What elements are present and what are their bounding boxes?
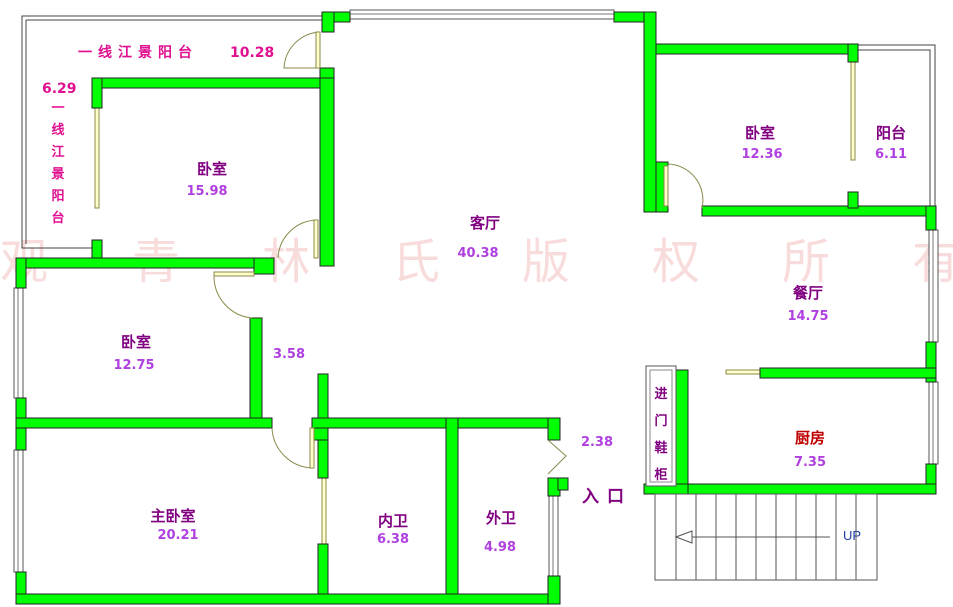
stairs: UP xyxy=(654,493,878,581)
balcony-ne-inner-line xyxy=(855,49,931,208)
room-bedroom-ne-area: 12.36 xyxy=(741,147,782,162)
wall xyxy=(847,43,859,63)
room-balcony-ne-name: 阳台 xyxy=(876,124,906,142)
wall xyxy=(15,593,561,605)
room-master-area: 20.21 xyxy=(157,528,198,543)
room-living-area: 40.38 xyxy=(457,246,498,261)
watermark-char-6: 权 xyxy=(652,234,700,290)
door-bedroom-w xyxy=(213,275,253,319)
wall xyxy=(675,483,937,495)
walls xyxy=(15,11,937,605)
wall xyxy=(675,369,689,487)
room-inner-bath-area: 6.38 xyxy=(377,532,409,547)
room-corridor-area: 3.58 xyxy=(273,347,305,362)
watermark-char-7: 所 xyxy=(782,234,830,290)
room-bedroom-nw-name: 卧室 xyxy=(197,160,227,178)
room-bedroom-ne-name: 卧室 xyxy=(745,124,775,142)
wall xyxy=(701,205,937,217)
door-bedroom-ne xyxy=(667,163,704,209)
sliding-door-kitchen xyxy=(725,369,763,375)
room-master-name: 主卧室 xyxy=(150,507,195,525)
shoe-char-2: 门 xyxy=(654,413,667,429)
door-master xyxy=(271,427,313,469)
wall xyxy=(655,43,857,55)
doors xyxy=(213,31,704,475)
wall xyxy=(319,77,335,267)
balcony-labels: 一线江景阳台 10.28 6.29 一 线 江 景 阳 台 xyxy=(42,44,274,226)
wall xyxy=(547,417,561,441)
wall xyxy=(847,191,859,209)
wall xyxy=(321,11,335,33)
wall xyxy=(547,575,561,605)
room-kitchen-name: 厨房 xyxy=(795,429,825,447)
balcony-nw-outline xyxy=(21,15,326,249)
balcony-left-char-3: 江 xyxy=(51,144,64,160)
sliding-door-balcony-ne xyxy=(850,61,856,161)
wall xyxy=(91,239,103,261)
wall xyxy=(319,67,335,79)
balcony-top-label: 一线江景阳台 xyxy=(78,44,198,61)
balcony-top-area: 10.28 xyxy=(230,45,274,61)
room-living-name: 客厅 xyxy=(469,214,500,232)
room-outer-bath-name: 外卫 xyxy=(485,509,516,527)
wall xyxy=(15,257,275,269)
door-balcony-top xyxy=(283,31,321,69)
stairs-arrow-icon xyxy=(674,530,693,544)
room-outer-bath-area: 4.98 xyxy=(484,540,516,555)
room-bedroom-w-area: 12.75 xyxy=(113,358,154,373)
stairs-outline xyxy=(654,493,878,581)
balcony-left-char-2: 线 xyxy=(51,122,64,138)
balcony-left-char-6: 台 xyxy=(51,210,64,226)
watermark-char-4: 氏 xyxy=(392,234,440,290)
shoe-cabinet-box xyxy=(645,365,677,487)
wall xyxy=(643,11,657,213)
windows xyxy=(13,9,939,579)
wall xyxy=(333,11,351,23)
sliding-door-balcony-left xyxy=(94,107,100,209)
room-kitchen-area: 7.35 xyxy=(794,455,826,470)
balcony-left-area: 6.29 xyxy=(42,81,77,97)
wall xyxy=(925,205,937,231)
shoe-char-4: 柜 xyxy=(653,467,667,483)
outlines xyxy=(21,15,936,249)
wall xyxy=(15,257,27,289)
room-balcony-ne-area: 6.11 xyxy=(875,147,907,162)
shoe-char-3: 鞋 xyxy=(654,440,667,456)
sliding-door-inner-bath xyxy=(321,477,327,545)
room-dining-area: 14.75 xyxy=(787,309,828,324)
balcony-left-char-1: 一 xyxy=(51,101,64,116)
room-bedroom-nw-area: 15.98 xyxy=(186,184,227,199)
door-outer-bath xyxy=(547,439,567,475)
room-labels: 客厅 40.38 卧室 15.98 卧室 12.36 阳台 6.11 餐厅 14… xyxy=(113,124,907,555)
wall xyxy=(557,477,569,491)
shoe-cabinet: 进 门 鞋 柜 xyxy=(645,365,677,487)
balcony-left-char-5: 阳 xyxy=(51,189,64,204)
wall xyxy=(91,77,103,109)
wall xyxy=(759,367,937,379)
wall xyxy=(311,417,561,429)
room-inner-bath-name: 内卫 xyxy=(378,512,408,530)
watermark-char-5: 版 xyxy=(522,234,570,290)
door-bedroom-nw xyxy=(277,219,319,259)
wall xyxy=(445,417,459,605)
room-dining-name: 餐厅 xyxy=(793,284,823,302)
wall xyxy=(249,317,263,429)
shoe-char-1: 进 xyxy=(654,387,667,402)
entrance-label: 入口 xyxy=(582,487,632,507)
room-entry-area: 2.38 xyxy=(581,435,613,450)
wall xyxy=(317,439,329,479)
stairs-up-label: UP xyxy=(843,528,861,543)
balcony-left-char-4: 景 xyxy=(51,167,64,182)
wall xyxy=(15,417,273,429)
balcony-ne-outline xyxy=(855,44,936,210)
wall xyxy=(253,257,275,275)
wall xyxy=(925,341,937,383)
room-bedroom-w-name: 卧室 xyxy=(121,333,151,351)
wall xyxy=(91,77,335,89)
